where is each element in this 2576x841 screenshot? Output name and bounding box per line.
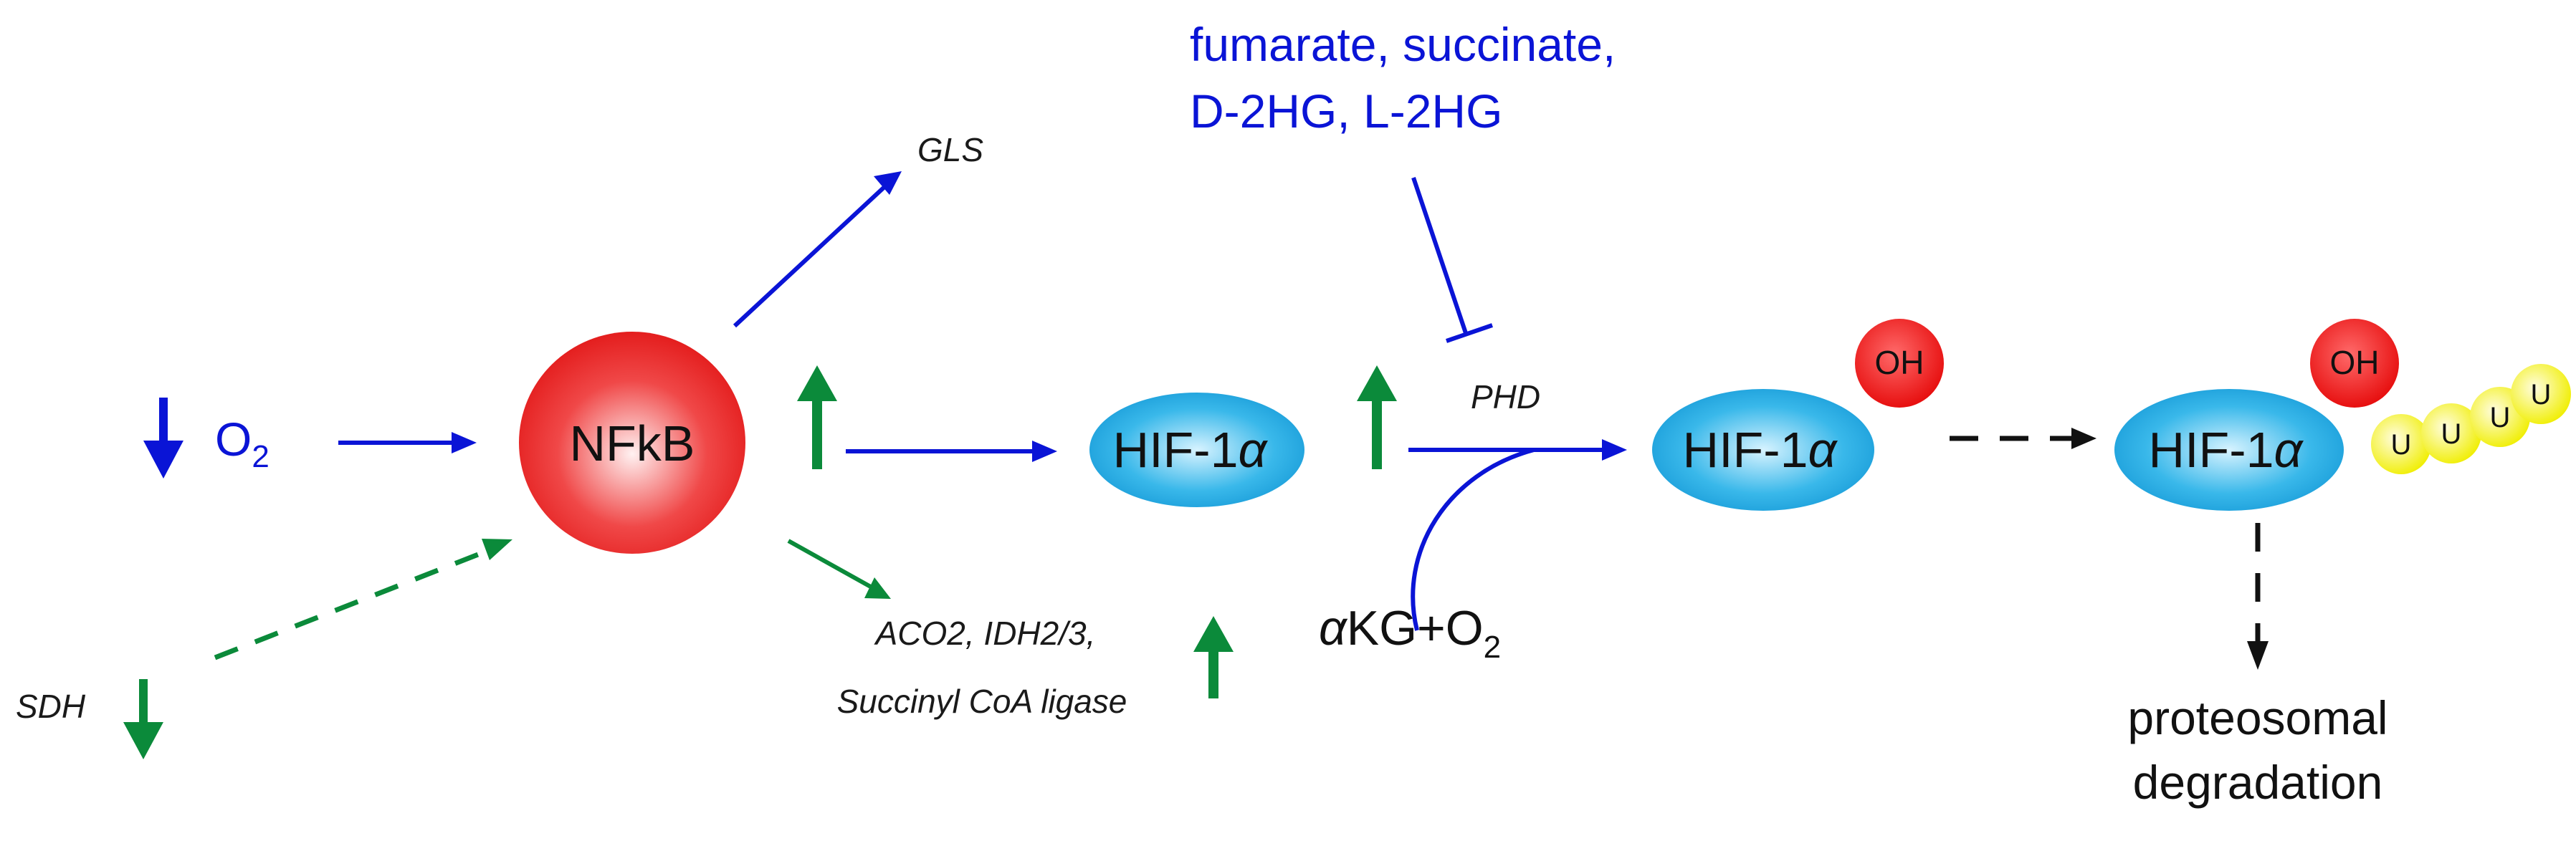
sdh-label: SDH	[16, 688, 86, 725]
arrow-nfkb-to-gls	[733, 171, 902, 328]
hif1a-node: HIF-1α	[1089, 393, 1304, 507]
nfkb-label: NFkB	[570, 415, 695, 471]
akg-cofactor-curve	[1411, 448, 1535, 631]
aco2-idh-label: ACO2, IDH2/3,	[874, 615, 1096, 652]
oh-label: OH	[1875, 344, 1924, 381]
inhibitors-line1: fumarate, succinate,	[1190, 18, 1616, 71]
oh-label: OH	[2330, 344, 2380, 381]
sdh-indicator: SDH	[16, 679, 163, 759]
alpha-symbol: α	[1808, 422, 1838, 478]
ubiquitin-4	[2511, 364, 2571, 424]
gls-label: GLS	[917, 131, 983, 168]
arrow-o2-to-nfkb	[338, 432, 477, 453]
inhibition-to-phd	[1411, 177, 1493, 343]
down-arrowhead-icon	[123, 722, 163, 759]
hif1a-label: HIF-1	[2149, 422, 2274, 478]
arrow-nfkb-to-hif1a	[846, 441, 1057, 462]
degradation-line1: proteosomal	[2127, 691, 2387, 744]
hif1a-up-arrow-icon	[1357, 365, 1397, 469]
succinyl-coa-ligase-label: Succinyl CoA ligase	[837, 683, 1127, 720]
hif1a-label: HIF-1	[1683, 422, 1808, 478]
hydroxyl-group	[2310, 319, 2399, 408]
nfkb-node: NFkB	[519, 332, 745, 554]
svg-text:HIF-1α: HIF-1α	[2149, 422, 2304, 478]
svg-text:U: U	[2490, 402, 2511, 433]
low-oxygen-indicator: O2	[143, 398, 269, 479]
hif1a-label: HIF-1	[1113, 422, 1239, 478]
arrow-degradation	[2247, 523, 2269, 670]
ubiquitin-1	[2371, 414, 2431, 474]
akg-o2-label: αKG+O2	[1319, 601, 1501, 665]
arrow-hydroxylation	[1408, 439, 1627, 461]
ubiquitin-2	[2421, 403, 2481, 463]
svg-text:U: U	[2531, 379, 2552, 410]
arrow-nfkb-to-aco2	[787, 539, 891, 599]
hif1a-ubiquitinated-node: HIF-1α OH U U U U	[2114, 319, 2571, 511]
nfkb-up-arrow-icon	[797, 365, 837, 469]
arrow-ubiquitination	[1950, 428, 2096, 449]
svg-text:HIF-1α: HIF-1α	[1683, 422, 1838, 478]
hydroxyl-group	[1855, 319, 1944, 408]
alpha-symbol: α	[1239, 422, 1269, 478]
svg-text:U: U	[2441, 418, 2462, 450]
o2-label: O2	[215, 413, 269, 474]
inhibitors-line2: D-2HG, L-2HG	[1190, 85, 1502, 138]
svg-text:HIF-1α: HIF-1α	[1113, 422, 1269, 478]
aco2-up-arrow-icon	[1193, 616, 1234, 698]
phd-label: PHD	[1471, 378, 1540, 415]
arrow-sdh-to-nfkb	[214, 539, 512, 660]
down-arrowhead-icon	[143, 441, 183, 479]
svg-text:U: U	[2391, 429, 2412, 461]
hif1a-oh-node: HIF-1α OH	[1652, 319, 1944, 511]
degradation-line2: degradation	[2133, 756, 2383, 809]
ubiquitin-chain: U U U U	[2371, 364, 2571, 474]
alpha-symbol: α	[2274, 422, 2304, 478]
